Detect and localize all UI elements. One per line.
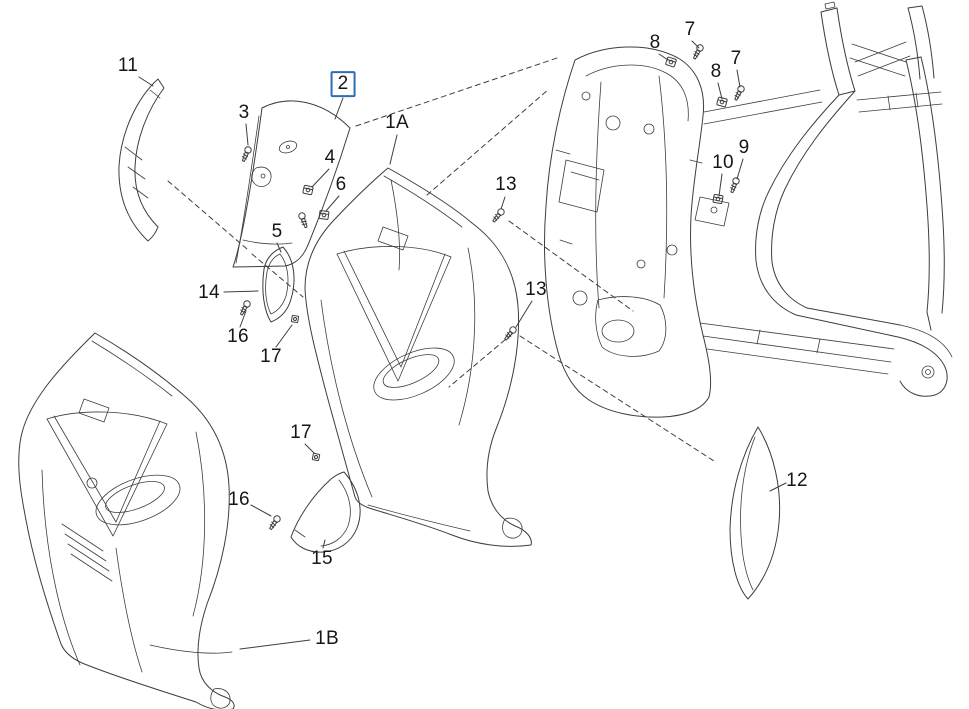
part-label-8-right[interactable]: 8 bbox=[710, 61, 722, 82]
part-label-17-lower[interactable]: 17 bbox=[290, 422, 312, 443]
screw-7-left-drawing bbox=[690, 43, 705, 61]
part-label-7-left[interactable]: 7 bbox=[684, 19, 696, 40]
screw-13-lower-drawing bbox=[502, 324, 519, 342]
wedge-trim-15-drawing bbox=[290, 471, 361, 553]
steering-cover-2-drawing bbox=[232, 100, 351, 268]
part-label-11[interactable]: 11 bbox=[117, 55, 139, 76]
part-label-3[interactable]: 3 bbox=[238, 102, 250, 123]
screw-7-right-drawing bbox=[732, 84, 746, 102]
part-label-6[interactable]: 6 bbox=[335, 174, 347, 195]
clip-10-drawing bbox=[712, 193, 724, 205]
screw-6-drawing bbox=[297, 211, 310, 229]
part-label-5[interactable]: 5 bbox=[271, 221, 283, 242]
clip-6-drawing bbox=[318, 209, 330, 221]
part-label-16-lower[interactable]: 16 bbox=[228, 489, 250, 510]
trim-strip-12-drawing bbox=[729, 426, 781, 600]
label-leader-lines bbox=[138, 40, 787, 650]
nut-17-lower-drawing bbox=[311, 452, 321, 462]
construction-lines bbox=[167, 56, 715, 462]
trim-strip-11-drawing bbox=[118, 78, 165, 242]
part-label-10[interactable]: 10 bbox=[712, 152, 734, 173]
part-label-7-right[interactable]: 7 bbox=[730, 48, 742, 69]
front-shield-1b-drawing bbox=[18, 332, 235, 709]
part-label-1b[interactable]: 1B bbox=[315, 628, 339, 649]
part-label-9[interactable]: 9 bbox=[738, 137, 750, 158]
screw-3-drawing bbox=[239, 145, 253, 163]
part-label-16-upper[interactable]: 16 bbox=[227, 326, 249, 347]
part-label-2-highlighted[interactable]: 2 bbox=[330, 71, 356, 97]
clip-4-drawing bbox=[302, 184, 314, 196]
wedge-trim-5-14-drawing bbox=[262, 246, 295, 323]
nut-17-upper-drawing bbox=[290, 314, 300, 324]
clip-8-left-drawing bbox=[664, 56, 678, 68]
part-label-8-left[interactable]: 8 bbox=[649, 32, 661, 53]
part-label-12[interactable]: 12 bbox=[786, 470, 808, 491]
part-label-1a[interactable]: 1A bbox=[385, 112, 409, 133]
screw-9-drawing bbox=[728, 176, 741, 194]
part-label-13-upper[interactable]: 13 bbox=[495, 174, 517, 195]
part-label-17-upper[interactable]: 17 bbox=[260, 346, 282, 367]
front-shield-1a-drawing bbox=[304, 167, 532, 547]
part-label-13-lower[interactable]: 13 bbox=[525, 279, 547, 300]
frame-drawing bbox=[544, 1, 953, 418]
part-label-14[interactable]: 14 bbox=[198, 282, 220, 303]
part-label-4[interactable]: 4 bbox=[324, 147, 336, 168]
screw-13-upper-drawing bbox=[490, 206, 507, 224]
part-label-15[interactable]: 15 bbox=[311, 548, 333, 569]
screw-16-lower-drawing bbox=[266, 514, 282, 532]
